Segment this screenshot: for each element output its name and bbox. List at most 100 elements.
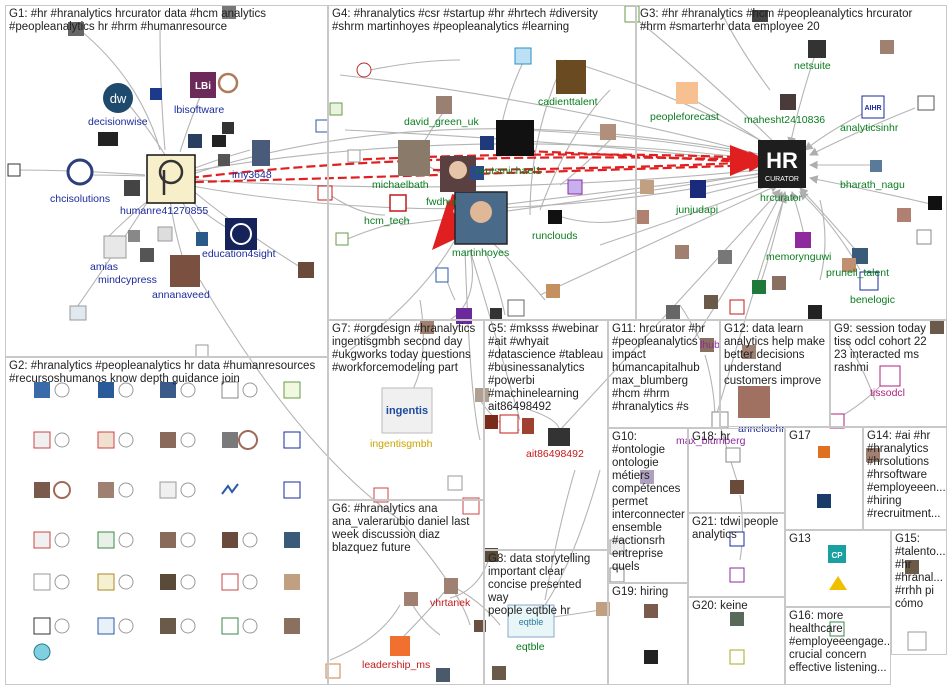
label-netsuite: netsuite	[794, 60, 831, 72]
group-g18-title: G18: hr	[692, 431, 731, 443]
node	[218, 154, 230, 166]
label-bharath_nagu: bharath_nagu	[840, 179, 905, 191]
node	[905, 560, 919, 574]
label-max_blumberg: max_blumberg	[676, 435, 746, 447]
node-humanre41270855	[146, 154, 196, 204]
node	[196, 232, 208, 246]
node	[470, 166, 484, 180]
group-g16: G16: more healthcare #employeeengage... …	[785, 607, 891, 685]
node	[718, 250, 732, 264]
node	[752, 280, 766, 294]
logo-dw: dw	[110, 91, 127, 106]
node-mahesht2410836	[780, 94, 796, 110]
edge	[344, 219, 411, 241]
label-humanre41270855: humanre41270855	[120, 205, 208, 217]
label-leadership_ms: leadership_ms	[362, 659, 430, 671]
node	[880, 40, 894, 54]
node	[420, 320, 434, 334]
logo-aihr: AIHR	[864, 105, 881, 112]
label-tissodcl: tissodcl	[870, 387, 905, 399]
edge	[469, 249, 521, 421]
node	[729, 649, 745, 665]
group-g15: G15: #talento... #hr #hranal... #rrhh pi…	[891, 530, 947, 655]
edge	[599, 180, 780, 246]
node	[329, 102, 343, 116]
edge	[844, 339, 876, 401]
node-eqtble	[507, 604, 555, 638]
group-g2-title: G2: #hranalytics #peopleanalytics hr dat…	[9, 360, 316, 385]
group-g13-title: G13	[789, 533, 811, 545]
label-fwdhur: fwdhur	[426, 196, 458, 208]
label-decisionwise: decisionwise	[88, 116, 148, 128]
edge	[449, 249, 473, 321]
label-chcisolutions: chcisolutions	[50, 193, 110, 205]
node-decisionwise	[103, 83, 133, 113]
group-g18: G18: hr	[688, 428, 785, 513]
edge	[484, 249, 506, 316]
label-lbisoftware: lbisoftware	[174, 104, 224, 116]
node	[644, 650, 658, 664]
node	[325, 663, 341, 679]
edge	[464, 249, 481, 441]
node	[917, 95, 935, 111]
node	[729, 567, 745, 583]
node	[928, 196, 942, 210]
node	[675, 245, 689, 259]
node-annanaveed	[170, 255, 200, 287]
group-g8: G8: data storytelling important clear co…	[484, 550, 608, 685]
node	[596, 602, 610, 616]
node	[522, 418, 534, 434]
label-david_green_uk: david_green_uk	[404, 116, 479, 128]
node	[818, 446, 830, 458]
node	[725, 447, 741, 463]
node-tissodcl	[879, 365, 901, 387]
edge	[489, 239, 546, 301]
node	[499, 414, 519, 434]
node	[435, 267, 449, 283]
group-g8-title: G8: data storytelling important clear co…	[488, 553, 591, 617]
group-g7-title: G7: #orgdesign #hranalytics ingentisgmbh…	[332, 323, 476, 374]
red-arrowhead-hrcurator	[730, 145, 768, 176]
label-ingentisgmbh: ingentisgmbh	[370, 438, 433, 450]
node	[772, 276, 786, 290]
label-martinhoyes: martinhoyes	[452, 247, 509, 259]
group-g15-title: G15: #talento... #hr #hranal... #rrhh pi…	[895, 533, 946, 610]
node	[635, 210, 649, 224]
node-anneloehr	[738, 386, 770, 418]
label-annanaveed: annanaveed	[152, 289, 210, 301]
logo-hrcurator: HR	[766, 148, 798, 173]
node	[484, 548, 498, 562]
node	[480, 136, 494, 150]
node	[462, 497, 480, 515]
nodes	[7, 5, 944, 682]
group-g9-title: G9: session today tiss odcl cohort 22 23…	[834, 323, 927, 374]
node	[907, 631, 927, 651]
node	[600, 124, 616, 140]
node	[730, 480, 744, 494]
group-g16-title: G16: more healthcare #employeeengage... …	[789, 610, 891, 674]
node	[484, 415, 498, 429]
node	[829, 621, 845, 637]
node	[404, 592, 418, 606]
node-michaelbath	[398, 140, 430, 176]
node-lbisoftware	[190, 72, 216, 98]
group-g11-title: G11: hrcurator #hr #peopleanalytics impa…	[612, 323, 706, 413]
group-g4: G4: #hranalytics #csr #startup #hr #hrte…	[328, 5, 636, 320]
edge	[344, 129, 782, 168]
group-g13: G13	[785, 530, 891, 607]
edge	[787, 54, 816, 147]
node-peopleforecast	[676, 82, 698, 104]
group-g3: G3: #hr #hranalytics #hcm #peopleanalyti…	[636, 5, 947, 320]
node-memorynguwi	[795, 232, 811, 248]
edge	[679, 304, 701, 341]
node	[188, 134, 202, 148]
label-prunell_talent: prunell_talent	[826, 267, 889, 279]
label-benelogic: benelogic	[850, 294, 895, 306]
node	[808, 305, 822, 319]
label-ait86498492: ait86498492	[526, 448, 584, 460]
logo-lbi: LBi	[195, 81, 211, 92]
node	[567, 179, 583, 195]
edge	[689, 191, 783, 346]
red-edge-martinhoyes	[442, 194, 458, 241]
